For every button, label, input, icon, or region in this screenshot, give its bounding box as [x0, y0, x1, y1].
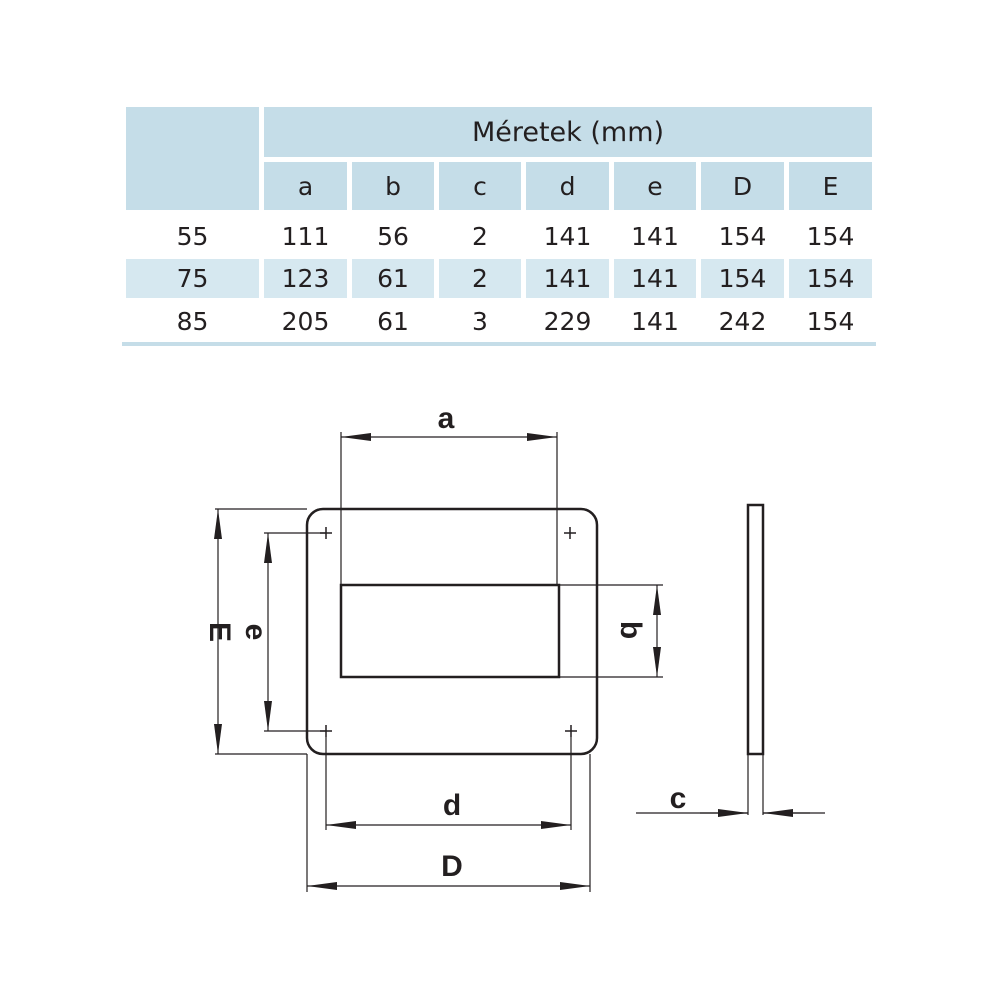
duct-opening — [339, 583, 561, 679]
table-cell: 2 — [472, 221, 488, 251]
table-cell: 2 — [439, 259, 521, 298]
table-cell: 123 — [264, 259, 347, 298]
label-d: d — [443, 789, 461, 822]
extension-lines — [215, 432, 825, 892]
mounting-holes — [320, 527, 577, 737]
table-cell: 111 — [281, 221, 330, 251]
table-cell: 61 — [352, 259, 434, 298]
column-header-d: d — [526, 162, 609, 210]
table-cell: 205 — [281, 306, 330, 336]
table-cell: 154 — [806, 306, 855, 336]
corner-header-cell — [126, 107, 259, 210]
label-E: E — [203, 622, 236, 642]
row-size-cell: 55 — [176, 221, 209, 251]
column-header-D: D — [701, 162, 784, 210]
table-cell: 141 — [631, 306, 679, 336]
side-view-plate — [746, 503, 765, 756]
column-header-b: b — [352, 162, 434, 210]
plate-outline — [305, 507, 599, 756]
table-cell: 229 — [543, 306, 592, 336]
group-header: Méretek (mm) — [264, 107, 872, 157]
label-b: b — [614, 621, 647, 639]
table-cell: 56 — [377, 221, 409, 251]
table-cell: 154 — [789, 259, 872, 298]
label-D: D — [441, 850, 463, 883]
table-cell: 141 — [526, 259, 609, 298]
table-cell: 154 — [806, 221, 855, 251]
table-cell: 141 — [631, 221, 679, 251]
label-e: e — [239, 624, 272, 641]
table-cell: 154 — [701, 259, 784, 298]
table-cell: 141 — [614, 259, 696, 298]
column-header-e: e — [614, 162, 696, 210]
table-cell: 61 — [377, 306, 409, 336]
row-size-cell: 85 — [176, 306, 209, 336]
table-cell: 154 — [718, 221, 767, 251]
table-cell: 3 — [472, 306, 488, 336]
table-cell: 242 — [718, 306, 767, 336]
table-cell: 141 — [543, 221, 592, 251]
column-header-a: a — [264, 162, 347, 210]
row-size-cell: 75 — [126, 259, 259, 298]
label-a: a — [438, 402, 455, 435]
label-c: c — [670, 782, 687, 815]
column-header-c: c — [439, 162, 521, 210]
table-bottom-rule — [122, 342, 876, 346]
column-header-E: E — [789, 162, 872, 210]
